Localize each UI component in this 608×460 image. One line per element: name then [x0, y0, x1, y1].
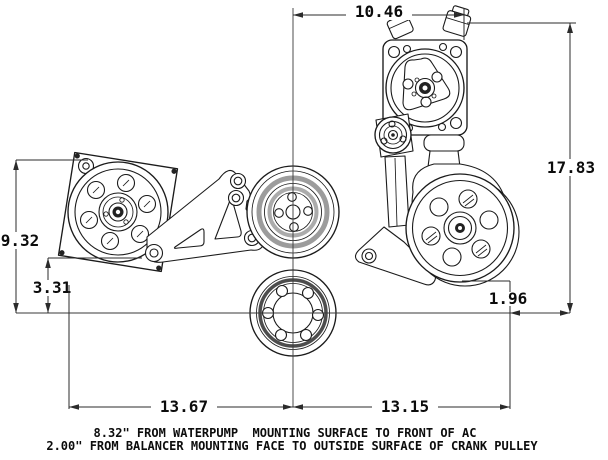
alternator-vent-holes [79, 173, 157, 251]
tensioner-idler [374, 113, 414, 228]
ac-fitting [442, 5, 472, 37]
dim-label-right-height: 17.83 [547, 158, 595, 177]
dim-label-bottom-right: 13.15 [381, 397, 429, 416]
alternator-hub [108, 202, 128, 222]
power-steering-pump [354, 134, 520, 287]
centerlines [16, 8, 570, 407]
drawing-notes: 8.32" FROM WATERPUMP MOUNTING SURFACE TO… [46, 426, 538, 453]
reservoir-cap [423, 134, 465, 152]
dimension-right-lower: 1.96 [462, 280, 570, 409]
dimension-left-height: 9.32 [0, 159, 88, 313]
note-line-2: 2.00" FROM BALANCER MOUNTING FACE TO OUT… [46, 439, 538, 453]
bracket-cutout [173, 228, 205, 249]
pivot-bolt [144, 243, 164, 263]
note-line-1: 8.32" FROM WATERPUMP MOUNTING SURFACE TO… [94, 426, 477, 440]
dimension-top-width: 10.46 [293, 2, 465, 40]
alternator-assembly [57, 151, 179, 273]
ac-compressor [382, 5, 472, 136]
dim-label-top-width: 10.46 [355, 2, 403, 21]
dim-label-bottom-left: 13.67 [160, 397, 208, 416]
dimension-right-height: 17.83 [467, 22, 599, 313]
dim-label-left-height: 9.32 [1, 231, 40, 250]
dimension-left-lower: 3.31 [30, 257, 142, 313]
dimension-bottom-right: 13.15 [293, 397, 510, 416]
dim-label-left-lower: 3.31 [33, 278, 72, 297]
dim-label-right-lower: 1.96 [489, 289, 528, 308]
dimension-bottom-left: 13.67 [68, 285, 293, 416]
